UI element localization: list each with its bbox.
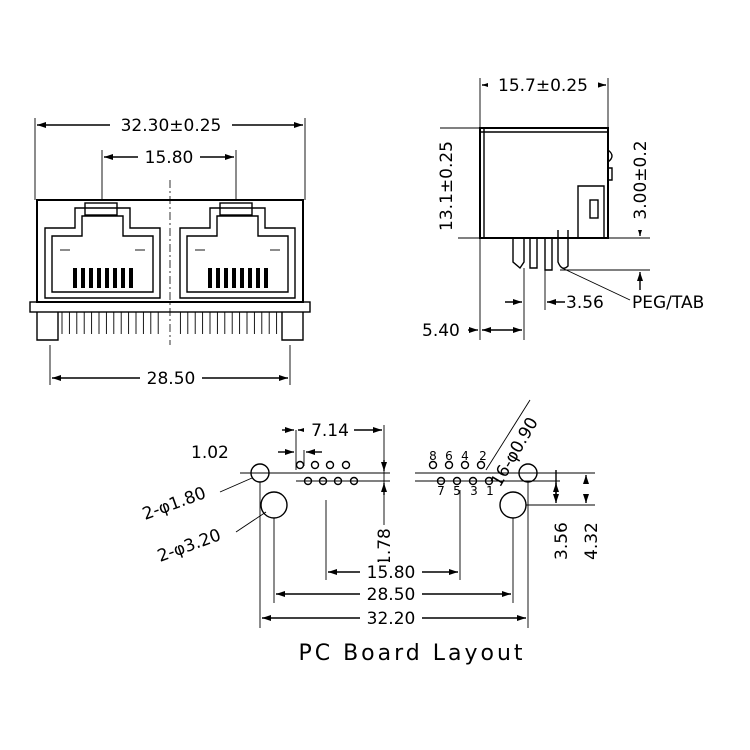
pin-number: 3	[470, 484, 478, 498]
contact-finger	[256, 268, 260, 288]
peg-hole-large-left	[260, 491, 288, 519]
pins-front	[61, 312, 278, 334]
dim-depth: 15.7±0.25	[498, 76, 588, 96]
dim-peg-offset: 3.56	[566, 293, 604, 313]
pin-number: 5	[453, 484, 461, 498]
pin-number: 1	[486, 484, 494, 498]
pin-number: 8	[429, 449, 437, 463]
pcb-layout-title: PC Board Layout	[298, 641, 525, 666]
side-view: 15.7±0.25 13.1±0.25 3.00±0.2 3.56	[422, 75, 704, 341]
contact-finger	[73, 268, 77, 288]
dim-tab-height: 3.00±0.2	[631, 140, 651, 219]
contact-finger	[121, 268, 125, 288]
contact-finger	[264, 268, 268, 288]
dim-pcb-peg-span: 28.50	[367, 585, 416, 605]
contact-finger	[97, 268, 101, 288]
contact-finger	[113, 268, 117, 288]
rj45-port-right	[179, 202, 296, 299]
rj45-port-left	[44, 202, 161, 299]
pin-hole	[349, 476, 359, 486]
dim-overall-width: 32.30±0.25	[121, 116, 222, 136]
pin-hole	[428, 460, 438, 470]
contact-finger	[208, 268, 212, 288]
dim-pcb-port-pitch: 15.80	[367, 563, 416, 583]
pin-hole	[325, 460, 335, 470]
pin-hole	[295, 460, 305, 470]
pin-hole	[476, 460, 486, 470]
dim-row-spacing: 1.78	[375, 528, 395, 566]
dim-pin-span: 28.50	[147, 369, 196, 389]
contacts-left	[73, 268, 133, 288]
contact-finger	[224, 268, 228, 288]
contacts-right	[208, 268, 268, 288]
pin-hole	[444, 460, 454, 470]
dim-pin-pitch: 7.14	[311, 421, 349, 441]
contact-finger	[232, 268, 236, 288]
front-view: 32.30±0.25 15.80	[29, 114, 311, 389]
contact-finger	[248, 268, 252, 288]
pin-hole	[303, 476, 313, 486]
contact-finger	[105, 268, 109, 288]
contact-finger	[240, 268, 244, 288]
side-body	[479, 127, 609, 239]
contact-finger	[129, 268, 133, 288]
pin-number: 4	[461, 449, 469, 463]
dim-port-pitch: 15.80	[145, 148, 194, 168]
dim-front-offset: 5.40	[422, 321, 460, 341]
pin-hole	[318, 476, 328, 486]
peg-hole-large-right	[499, 491, 527, 519]
dim-vert-432: 4.32	[582, 522, 602, 560]
pcb-pins-left	[295, 460, 359, 486]
contact-finger	[216, 268, 220, 288]
peg-tab-label: PEG/TAB	[632, 293, 704, 313]
dim-height: 13.1±0.25	[437, 141, 457, 231]
pin-number: 2	[479, 449, 487, 463]
pin-hole	[310, 460, 320, 470]
pin-hole	[460, 460, 470, 470]
contact-finger	[89, 268, 93, 288]
label-large-holes: 2-φ3.20	[155, 525, 224, 566]
pin-number: 7	[437, 484, 445, 498]
dim-pin-offset: 1.02	[191, 443, 229, 463]
pin-number: 6	[445, 449, 453, 463]
label-small-holes: 2-φ1.80	[140, 483, 209, 524]
pin-hole	[333, 476, 343, 486]
pin-hole	[341, 460, 351, 470]
dim-vert-356: 3.56	[552, 522, 572, 560]
dim-pcb-overall: 32.20	[367, 609, 416, 629]
contact-finger	[81, 268, 85, 288]
